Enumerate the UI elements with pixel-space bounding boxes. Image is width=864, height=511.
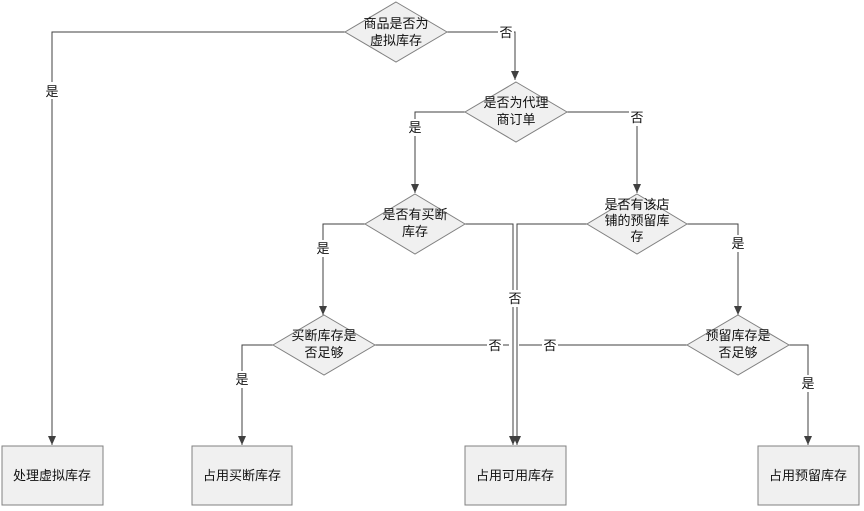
action-virtual-label: 处理虚拟库存 <box>13 468 91 484</box>
action-available-label: 占用可用库存 <box>476 468 554 484</box>
action-available: 占用可用库存 <box>464 445 567 506</box>
edge-reserve-yes <box>687 223 742 315</box>
decision-virtual-line1: 商品是否为 <box>363 17 428 32</box>
connectors <box>48 31 812 445</box>
edge-label-buyout-yes: 是 <box>316 242 329 257</box>
edge-reserve-no <box>513 223 587 445</box>
decision-reserve-enough: 预留库存是 否足够 <box>686 314 790 376</box>
edge-label-reserve-enough-no: 否 <box>543 339 556 354</box>
decision-reserve-enough-line2: 否足够 <box>718 346 757 361</box>
decision-reserve: 是否有该店 铺的预留库 存 <box>586 193 688 255</box>
decision-agent-line2: 商订单 <box>496 113 535 128</box>
decision-agent: 是否为代理 商订单 <box>464 81 568 143</box>
decision-buyout: 是否有买断 库存 <box>364 193 466 255</box>
decision-reserve-line2: 铺的预留库 <box>604 213 669 229</box>
edge-buyout-no <box>465 223 517 445</box>
decision-reserve-enough-line1: 预留库存是 <box>705 328 770 344</box>
action-virtual: 处理虚拟库存 <box>1 445 104 506</box>
decision-virtual: 商品是否为 虚拟库存 <box>344 1 448 63</box>
action-buyout-label: 占用买断库存 <box>203 468 281 484</box>
edge-label-buyout-no: 否 <box>508 292 521 307</box>
edge-label-reserve-yes: 是 <box>731 237 744 252</box>
decision-buyout-line2: 库存 <box>402 224 428 240</box>
decision-buyout-enough-line2: 否足够 <box>304 346 343 361</box>
edge-virtual-no <box>447 31 519 80</box>
decision-reserve-line1: 是否有该店 <box>604 198 669 213</box>
edge-virtual-yes <box>48 31 345 445</box>
edge-labels: 是 否 是 否 是 否 是 是 否 否 是 <box>44 24 816 392</box>
edge-buyout-enough-yes <box>238 344 273 445</box>
decision-buyout-enough: 买断库存是 否足够 <box>272 314 376 376</box>
decision-virtual-line2: 虚拟库存 <box>370 33 422 49</box>
edge-label-buyout-enough-yes: 是 <box>235 373 248 388</box>
edge-agent-no <box>567 111 641 193</box>
edge-label-virtual-yes: 是 <box>45 85 58 100</box>
edge-agent-yes <box>411 111 465 193</box>
decision-reserve-line3: 存 <box>630 230 643 245</box>
edge-label-reserve-enough-yes: 是 <box>801 377 814 392</box>
decision-buyout-enough-line1: 买断库存是 <box>291 328 356 344</box>
edge-label-buyout-enough-no: 否 <box>488 339 501 354</box>
edge-reserve-enough-yes <box>789 344 812 445</box>
edge-label-agent-yes: 是 <box>408 121 421 136</box>
edge-label-virtual-no: 否 <box>499 26 512 41</box>
action-buyout: 占用买断库存 <box>191 445 293 506</box>
decision-agent-line1: 是否为代理 <box>483 96 548 111</box>
edge-buyout-yes <box>319 223 365 315</box>
decision-buyout-line1: 是否有买断 <box>382 208 447 223</box>
action-reserve: 占用预留库存 <box>757 445 860 506</box>
action-reserve-label: 占用预留库存 <box>769 468 847 484</box>
edge-label-agent-no: 否 <box>630 111 643 126</box>
